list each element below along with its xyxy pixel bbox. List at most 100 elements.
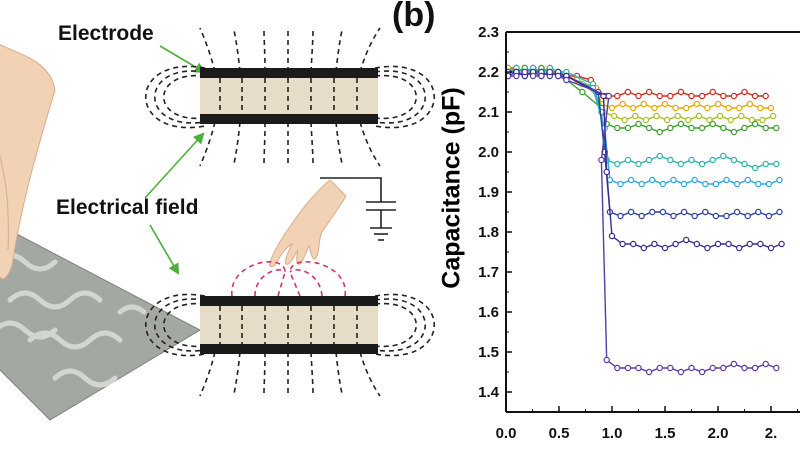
hand-illustration-right (269, 179, 347, 267)
x-tick-label: 1.5 (655, 425, 676, 442)
electrode-arrow (159, 45, 206, 74)
series-3-point (773, 124, 780, 132)
series-3-point (635, 120, 642, 128)
series-8-point (656, 364, 663, 372)
series-8-point (688, 364, 695, 372)
series-1-point (725, 104, 732, 112)
series-6-point (638, 212, 645, 220)
series-6-point (744, 212, 751, 220)
electrode-label: Electrode (58, 22, 154, 45)
series-3-point (762, 124, 769, 132)
series-1-point (619, 100, 626, 108)
series-8-point (554, 72, 562, 80)
series-7-point (767, 244, 775, 252)
series-1-point (661, 100, 669, 108)
series-8-point (614, 364, 621, 372)
series-4-point (773, 160, 780, 168)
series-6-point (617, 212, 624, 220)
series-0-point (730, 92, 738, 100)
series-8-point (529, 72, 537, 80)
series-2-point (663, 116, 671, 124)
y-axis-label: Capacitance (pF) (437, 87, 466, 289)
y-tick-label: 1.8 (478, 224, 499, 241)
series-7-point (714, 240, 722, 248)
x-tick-label: 0.5 (549, 425, 570, 442)
series-8-point (513, 72, 520, 80)
series-8-point (730, 360, 738, 368)
series-4-point (720, 152, 727, 160)
series-2-point (706, 116, 713, 124)
series-4-point (624, 156, 632, 164)
series-1-point (767, 104, 775, 112)
capacitor-top (144, 27, 436, 167)
series-8-point (598, 156, 605, 164)
series-8-point (605, 92, 613, 100)
series-6-point (659, 208, 667, 216)
series-1-point (630, 104, 637, 112)
series-0-point (614, 92, 621, 100)
series-0-point (688, 92, 695, 100)
series-2-point (610, 112, 618, 120)
series-1-point (714, 100, 722, 108)
series-0-point (698, 92, 706, 100)
x-tick-label: 1.0 (602, 425, 623, 442)
series-5-point (638, 180, 645, 188)
ground-symbol (320, 177, 396, 241)
series-1-point (704, 104, 711, 112)
series-8-point (677, 368, 685, 376)
series-8-point (667, 364, 674, 372)
series-7-point (778, 240, 785, 248)
series-4-point (667, 156, 674, 164)
series-5-point (712, 180, 720, 188)
series-8-point (762, 360, 769, 368)
series-8-point (538, 72, 545, 80)
series-7-point (725, 240, 732, 248)
series-5-point (723, 176, 730, 184)
series-3-point (688, 124, 695, 132)
hand-illustration-left (0, 44, 56, 279)
series-2-point (685, 116, 692, 124)
series-6-point (723, 212, 730, 220)
series-2-point (674, 112, 681, 120)
series-1-point (757, 104, 764, 112)
series-5-point (691, 176, 698, 184)
series-4-point (730, 156, 738, 164)
field-arrow-lower (149, 224, 180, 275)
series-7-point (757, 240, 764, 248)
series-6-point (733, 208, 741, 216)
series-0-point (645, 88, 653, 96)
series-2-point (769, 112, 777, 120)
series-0-point (624, 88, 632, 96)
series-7-point (693, 240, 701, 248)
series-4-point (614, 160, 621, 168)
series-2-point (748, 116, 756, 124)
series-1-point (651, 104, 658, 112)
series-2-point (759, 116, 766, 124)
series-7-point (746, 240, 754, 248)
series-8-point (773, 364, 780, 372)
series-4-point (762, 160, 769, 168)
series-3-point (751, 120, 759, 128)
series-4-point (709, 156, 716, 164)
series-4-point (656, 152, 663, 160)
series-8-point (741, 364, 748, 372)
series-8-point (751, 364, 759, 372)
y-tick-label: 1.9 (478, 184, 499, 201)
series-0-point (635, 92, 642, 100)
series-7-point (672, 240, 679, 248)
series-3-point (614, 124, 621, 132)
series-8-point (635, 364, 642, 372)
y-tick-label: 1.7 (478, 264, 499, 281)
series-8-point (546, 68, 554, 76)
series-2-point (716, 112, 724, 120)
series-3-point (645, 124, 653, 132)
series-3-point (656, 128, 663, 136)
y-tick-label: 1.4 (478, 384, 500, 401)
series-6-point (776, 208, 783, 216)
series-5-point (617, 180, 624, 188)
series-5-point (680, 180, 688, 188)
series-3-point (720, 124, 727, 132)
series-5-point (702, 180, 709, 188)
series-7-point (603, 168, 610, 176)
